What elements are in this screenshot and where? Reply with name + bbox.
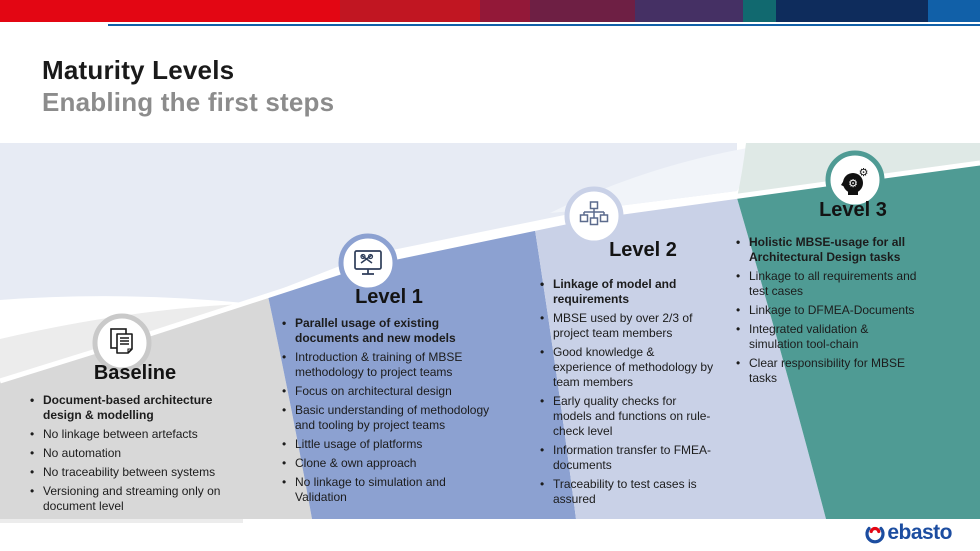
- head-gears-icon: ⚙ ⚙: [841, 166, 868, 195]
- column-title: Level 1: [355, 286, 423, 308]
- webasto-logo-mark: [865, 526, 885, 544]
- svg-text:⚙: ⚙: [859, 166, 869, 179]
- bullet-list: Linkage of model and requirementsMBSE us…: [538, 277, 748, 507]
- stripe-segment: [340, 0, 480, 22]
- stripe-segment: [530, 0, 635, 22]
- svg-text:⚙: ⚙: [848, 177, 858, 190]
- column-level1: Level 1 Parallel usage of existing docum…: [280, 286, 498, 509]
- bullet-item: Linkage of model and requirements: [538, 277, 748, 307]
- column-baseline: Baseline Document-based architecture des…: [28, 362, 242, 518]
- bullet-item: Integrated validation & simulation tool-…: [734, 322, 972, 352]
- bullet-item: MBSE used by over 2/3 of project team me…: [538, 311, 748, 341]
- bullet-item: No automation: [28, 446, 242, 461]
- hierarchy-icon: [579, 201, 609, 226]
- bullet-item: No linkage to simulation and Validation: [280, 475, 498, 505]
- bullet-item: Focus on architectural design: [280, 384, 498, 399]
- bullet-item: Holistic MBSE-usage for all Architectura…: [734, 235, 972, 265]
- header: Maturity Levels Enabling the first steps: [42, 54, 334, 118]
- stripe-segment: [743, 0, 776, 22]
- bullet-item: Document-based architecture design & mod…: [28, 393, 242, 423]
- bullet-item: Early quality checks for models and func…: [538, 394, 748, 439]
- bullet-item: Little usage of platforms: [280, 437, 498, 452]
- bullet-item: Versioning and streaming only on documen…: [28, 484, 242, 514]
- bullet-item: No traceability between systems: [28, 465, 242, 480]
- bullet-item: Clear responsibility for MBSE tasks: [734, 356, 972, 386]
- column-level3: Level 3 Holistic MBSE-usage for all Arch…: [734, 199, 972, 390]
- column-title: Level 3: [819, 199, 887, 221]
- monitor-tools-icon: [354, 250, 382, 275]
- stripe-segment: [635, 0, 743, 22]
- column-title: Baseline: [93, 362, 177, 384]
- bullet-list: Parallel usage of existing documents and…: [280, 316, 498, 505]
- bullet-item: Linkage to DFMEA-Documents: [734, 303, 972, 318]
- bullet-item: Traceability to test cases is assured: [538, 477, 748, 507]
- stripe-underline-bar: [108, 24, 980, 26]
- bullet-item: Parallel usage of existing documents and…: [280, 316, 498, 346]
- page-title: Maturity Levels: [42, 55, 235, 85]
- bullet-item: Linkage to all requirements and test cas…: [734, 269, 972, 299]
- bullet-list: Holistic MBSE-usage for all Architectura…: [734, 235, 972, 386]
- column-level2: Level 2 Linkage of model and requirement…: [538, 239, 748, 511]
- bullet-item: No linkage between artefacts: [28, 427, 242, 442]
- column-title: Level 2: [609, 239, 677, 261]
- bullet-item: Introduction & training of MBSE methodol…: [280, 350, 498, 380]
- bullet-list: Document-based architecture design & mod…: [28, 393, 242, 514]
- footer: ebasto: [864, 521, 952, 545]
- bullet-item: Basic understanding of methodology and t…: [280, 403, 498, 433]
- webasto-logo-text: ebasto: [887, 521, 952, 544]
- stripe-segment: [928, 0, 980, 22]
- bullet-item: Information transfer to FMEA- documents: [538, 443, 748, 473]
- page-subtitle: Enabling the first steps: [42, 87, 335, 117]
- top-stripe: [0, 0, 980, 22]
- stripe-segment: [480, 0, 530, 22]
- bullet-item: Good knowledge & experience of methodolo…: [538, 345, 748, 390]
- background-arc-blue: [0, 143, 737, 303]
- bullet-item: Clone & own approach: [280, 456, 498, 471]
- stripe-segment: [0, 0, 340, 22]
- documents-icon: [110, 328, 133, 354]
- stripe-segment: [776, 0, 928, 22]
